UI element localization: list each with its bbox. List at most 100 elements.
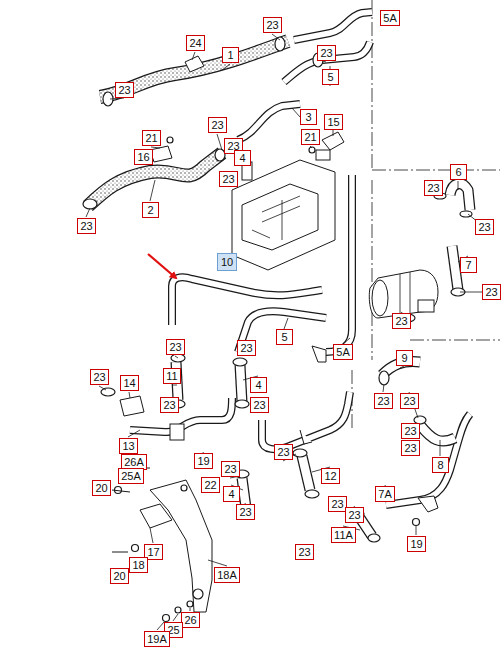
callout-text: 24 — [189, 37, 201, 50]
callout-text: 19 — [197, 455, 209, 468]
callout-text: 2 — [147, 204, 153, 217]
callout-text: 13 — [122, 440, 134, 453]
callout-number: 23 — [236, 504, 255, 520]
callout-text: 17 — [147, 546, 159, 559]
callout-text: 7A — [378, 488, 391, 501]
callout-text: 23 — [395, 315, 407, 328]
callout-text: 23 — [224, 463, 236, 476]
callout-text: 23 — [222, 173, 234, 186]
callout-number: 23 — [166, 339, 185, 355]
callout-text: 23 — [427, 182, 439, 195]
callout-number: 21 — [301, 129, 320, 145]
callout-number: 23 — [392, 313, 411, 329]
callout-number: 23 — [401, 423, 420, 439]
callout-number: 15 — [324, 114, 343, 130]
callout-number: 23 — [400, 393, 419, 409]
callout-number: 23 — [424, 180, 443, 196]
callout-text: 4 — [239, 152, 245, 165]
callout-text: 19 — [410, 538, 422, 551]
callout-text: 23 — [93, 371, 105, 384]
callout-text: 23 — [163, 399, 175, 412]
callout-number: 3 — [300, 109, 317, 125]
callout-text: 10 — [221, 256, 233, 269]
callout-text: 26A — [124, 456, 144, 469]
callout-text: 23 — [240, 342, 252, 355]
callout-text: 23 — [239, 506, 251, 519]
callout-number: 18A — [214, 567, 240, 583]
callout-text: 11A — [334, 529, 353, 542]
callout-number: 7A — [375, 486, 395, 502]
callout-text: 6 — [455, 166, 461, 179]
callout-text: 26 — [184, 614, 196, 627]
callout-text: 23 — [298, 546, 310, 559]
callout-number: 23 — [237, 340, 256, 356]
callout-number: 12 — [321, 468, 340, 484]
callout-text: 23 — [348, 509, 360, 522]
callout-number: 5A — [333, 344, 353, 360]
callout-number: 23 — [221, 461, 240, 477]
callout-text: 18 — [132, 559, 144, 572]
callout-number: 23 — [208, 117, 227, 133]
callout-number: 5 — [276, 329, 293, 345]
callout-number: 13 — [119, 438, 138, 454]
callout-text: 4 — [255, 379, 261, 392]
callout-number: 10 — [217, 253, 237, 271]
callout-number: 23 — [90, 369, 109, 385]
callout-text: 23 — [404, 425, 416, 438]
callout-text: 15 — [327, 116, 339, 129]
callout-text: 19A — [147, 633, 167, 646]
callout-number: 23 — [374, 393, 393, 409]
callout-text: 16 — [137, 151, 149, 164]
callout-number: 16 — [134, 149, 153, 165]
callout-text: 23 — [277, 446, 289, 459]
callout-number: 22 — [201, 477, 220, 493]
callout-text: 18A — [217, 569, 237, 582]
callout-number: 23 — [219, 171, 238, 187]
callout-text: 4 — [228, 488, 234, 501]
callout-number: 19 — [407, 536, 426, 552]
callout-text: 23 — [320, 47, 332, 60]
callout-number: 20 — [110, 568, 129, 584]
callout-number: 23 — [250, 397, 269, 413]
callout-text: 23 — [118, 84, 130, 97]
callout-text: 5 — [327, 71, 333, 84]
callout-number: 4 — [250, 377, 267, 393]
callout-number: 23 — [160, 397, 179, 413]
callout-number: 24 — [186, 35, 205, 51]
callout-text: 23 — [211, 119, 223, 132]
callout-number: 1 — [222, 47, 239, 63]
callout-text: 14 — [123, 377, 135, 390]
callout-number: 23 — [263, 17, 282, 33]
callout-number: 23 — [274, 444, 293, 460]
callout-number: 4 — [223, 486, 240, 502]
callout-text: 7 — [465, 259, 471, 272]
callout-number: 14 — [120, 375, 139, 391]
callout-number: 7 — [460, 257, 477, 273]
callout-text: 21 — [145, 132, 157, 145]
callout-number: 23 — [77, 218, 96, 234]
callout-text: 12 — [324, 470, 336, 483]
callout-number: 8 — [432, 457, 449, 473]
callout-number: 5A — [380, 10, 400, 26]
callout-text: 8 — [437, 459, 443, 472]
callout-number: 2 — [142, 202, 159, 218]
callout-text: 21 — [304, 131, 316, 144]
callout-text: 9 — [401, 352, 407, 365]
callout-number: 26 — [181, 612, 200, 628]
callout-number: 19A — [144, 631, 170, 647]
callout-text: 20 — [113, 570, 125, 583]
callout-number: 23 — [482, 284, 501, 300]
callout-text: 23 — [80, 220, 92, 233]
callout-text: 23 — [253, 399, 265, 412]
callout-text: 23 — [169, 341, 181, 354]
callout-text: 5 — [281, 331, 287, 344]
callout-text: 25A — [121, 470, 141, 483]
callout-text: 23 — [331, 498, 343, 511]
callout-number: 5 — [322, 69, 339, 85]
callout-number: 23 — [475, 219, 494, 235]
callout-number: 9 — [396, 350, 413, 366]
callout-text: 23 — [404, 442, 416, 455]
